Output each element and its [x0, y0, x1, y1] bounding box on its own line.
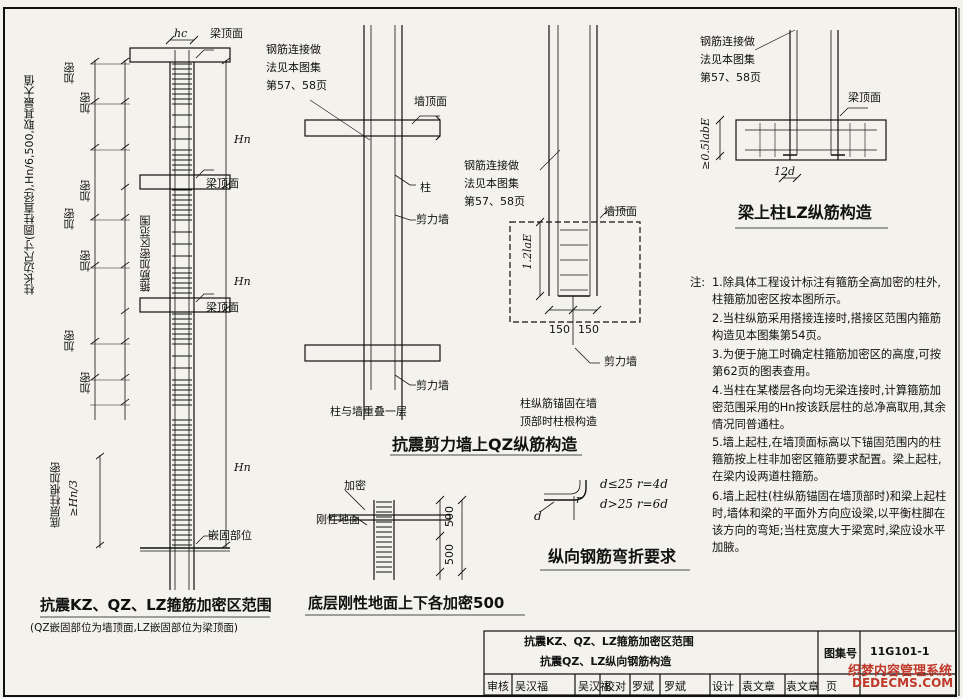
designer-signature: 袁文章: [786, 680, 819, 693]
design-label: 设计: [712, 680, 734, 693]
page-label: 页: [826, 680, 837, 693]
wall-b-anchor-len: 1.2laE: [521, 234, 534, 270]
beam-conn-note-2: 法见本图集: [700, 53, 755, 66]
note-item-4: 4.当柱在某楼层各向均无梁连接时,计算箍筋加密范围采用的Hn按该跃层柱的总净高取…: [712, 384, 946, 431]
wall-b-shear-wall: 剪力墙: [604, 355, 637, 368]
beam-top-label-3: 梁顶面: [206, 301, 239, 314]
bend-line-2: d>25 r=6d: [600, 497, 668, 511]
dense-label-2: 加密: [79, 92, 92, 114]
wall-a-shear-wall-1: 剪力墙: [416, 213, 449, 226]
base-note: 底层柱根加密: [49, 462, 62, 528]
watermark-line-1: 织梦内容管理系统: [848, 664, 953, 679]
beam-top-label: 梁顶面: [848, 91, 881, 104]
bend-r-label: r: [576, 493, 582, 506]
checker-name: 罗斌: [632, 680, 654, 693]
beam-hook-label: 12d: [774, 165, 796, 178]
bend-caption: 纵向钢筋弯折要求: [548, 547, 677, 566]
wall-b-conn-note-2: 法见本图集: [464, 177, 519, 190]
wall-diagram-b: [509, 25, 641, 364]
beam-top-label-2: 梁顶面: [206, 177, 239, 190]
side-note: 柱长边尺寸(圆柱直径),Hn/6,500,取其最大值: [23, 75, 36, 296]
note-item-6: 6.墙上起柱(柱纵筋锚固在墙顶部时)和梁上起柱时,墙体和梁的平面外方向应设梁,以…: [712, 490, 947, 554]
bend-d-label: d: [534, 509, 542, 523]
wall-a-wall-top: 墙顶面: [414, 95, 447, 108]
note-item-1: 1.除具体工程设计标注有箍筋全高加密的柱外,柱箍筋加密区按本图所示。: [712, 276, 942, 306]
bend-diagram: [539, 480, 690, 571]
wall-b-conn-note-1: 钢筋连接做: [464, 159, 519, 172]
review-label: 审核: [487, 680, 509, 693]
reviewer-signature: 吴汉福: [578, 680, 611, 693]
checker-signature: 罗斌: [664, 680, 686, 693]
hn-label-1: Hn: [234, 133, 251, 146]
wall-diagram-a: [304, 25, 582, 456]
beam-caption: 梁上柱LZ纵筋构造: [738, 203, 872, 222]
beam-conn-note-3: 第57、58页: [700, 71, 761, 84]
notes-heading: 注:: [690, 276, 706, 289]
zone-note: 箍筋加密区范围: [139, 215, 152, 292]
floor-dim-bottom: 500: [443, 544, 456, 565]
reviewer-name: 吴汉福: [515, 680, 548, 693]
dense-label-4: 加密: [63, 208, 76, 230]
note-item-2: 2.当柱纵筋采用搭接连接时,搭接区范围内箍筋构造见本图集第54页。: [712, 312, 942, 342]
atlas-no: 11G101-1: [870, 645, 930, 658]
beam-anchor-label: ≥0.5labE: [699, 118, 712, 170]
dense-label-1: 加密: [63, 62, 76, 84]
floor-dim-top: 500: [443, 506, 456, 527]
floor-dense-label: 加密: [344, 479, 366, 492]
base-value: ≥Hn/3: [67, 480, 80, 517]
sheet-frame: [3, 7, 957, 697]
beam-conn-note-1: 钢筋连接做: [700, 35, 755, 48]
wall-a-conn-note-3: 第57、58页: [266, 79, 327, 92]
wall-b-caption-2: 顶部时柱根构造: [520, 415, 597, 428]
bend-line-1: d≤25 r=4d: [600, 477, 668, 491]
dense-label-6: 加密: [63, 330, 76, 352]
rigid-floor-label: 刚性地面: [316, 513, 360, 526]
wall-a-caption: 柱与墙重叠一层: [330, 405, 407, 418]
beam-top-label-1: 梁顶面: [210, 27, 243, 40]
hc-label: hc: [174, 27, 188, 40]
dense-label-7: 加密: [79, 372, 92, 394]
wall-b-dim-right: 150: [578, 323, 599, 336]
watermark-line-2: DEDECMS.COM: [852, 676, 954, 690]
title-block-lines: [483, 630, 957, 696]
wall-a-column: 柱: [420, 181, 431, 194]
embed-label: 嵌固部位: [208, 529, 252, 542]
wall-b-dim-left: 150: [549, 323, 570, 336]
wall-a-shear-wall-2: 剪力墙: [416, 379, 449, 392]
wall-b-caption-1: 柱纵筋锚固在墙: [520, 397, 597, 410]
wall-caption: 抗震剪力墙上QZ纵筋构造: [392, 435, 578, 454]
designer-name: 袁文章: [742, 680, 775, 693]
left-column-diagram: [40, 35, 270, 618]
note-item-3: 3.为便于施工时确定柱箍筋加密区的高度,可按第62页的图表查用。: [712, 348, 942, 378]
wall-b-wall-top: 墙顶面: [604, 205, 637, 218]
title-line-1: 抗震KZ、QZ、LZ箍筋加密区范围: [524, 635, 694, 648]
wall-a-conn-note-1: 钢筋连接做: [266, 43, 321, 56]
left-sub-caption: (QZ嵌固部位为墙顶面,LZ嵌固部位为梁顶面): [30, 622, 239, 634]
wall-b-conn-note-3: 第57、58页: [464, 195, 525, 208]
floor-diagram: [305, 489, 525, 616]
wall-a-conn-note-2: 法见本图集: [266, 61, 321, 74]
left-caption: 抗震KZ、QZ、LZ箍筋加密区范围: [40, 596, 272, 614]
title-line-2: 抗震QZ、LZ纵向钢筋构造: [540, 655, 672, 668]
dense-label-3: 加密: [79, 180, 92, 202]
check-label: 校对: [604, 680, 626, 693]
atlas-label: 图集号: [824, 647, 857, 660]
beam-diagram: [715, 29, 888, 229]
hn-label-3: Hn: [234, 461, 251, 474]
dense-label-5: 加密: [79, 250, 92, 272]
hn-label-2: Hn: [234, 275, 251, 288]
title-block: 抗震KZ、QZ、LZ箍筋加密区范围 抗震QZ、LZ纵向钢筋构造 图集号 11G1…: [484, 631, 960, 695]
floor-caption: 底层刚性地面上下各加密500: [308, 594, 505, 612]
note-item-5: 5.墙上起柱,在墙顶面标高以下锚固范围内的柱箍筋按上柱非加密区箍筋要求配置。梁上…: [712, 436, 942, 483]
